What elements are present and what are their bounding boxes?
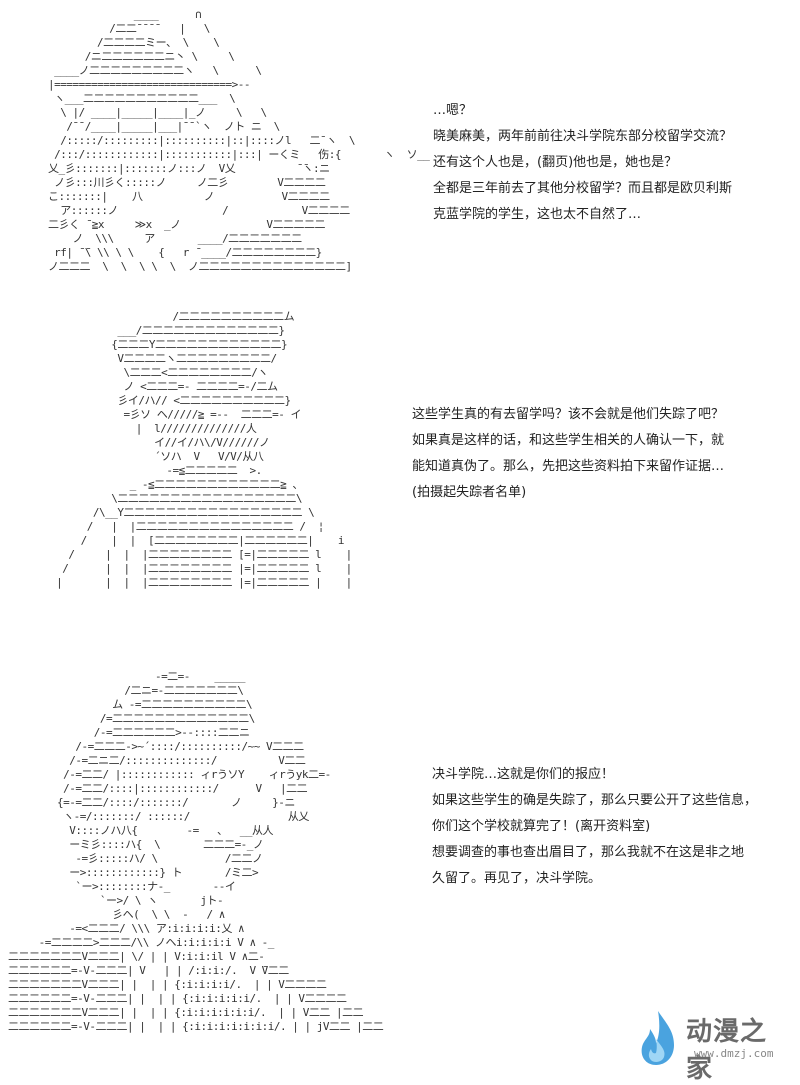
dialog-line: 能知道真伪了。那么，先把这些资料拍下来留作证据…	[412, 459, 725, 474]
dialog-line: 你们这个学校就算完了！(离开资料室)	[432, 819, 651, 834]
dialog-box-2: 这些学生真的有去留学吗？该不会就是他们失踪了吧？ 如果真是这样的话，和这些学生相…	[412, 402, 724, 506]
ascii-art-character-camera: /二二二二二二二二二二ム ___/二二二二二二二二二二二二二} {二二二Y二二二…	[56, 310, 352, 589]
dialog-line: 还有这个人也是，(翻页)他也是，她也是？	[433, 155, 678, 170]
dialog-box-3: 决斗学院…这就是你们的报应！ 如果这些学生的确是失踪了，那么只要公开了这些信息，…	[432, 762, 757, 892]
ascii-art-character-shadowed: -=二=- _____ /二ニ=-二二二二二二二\ ム -=二二二二二二二二二二…	[8, 670, 384, 1033]
dialog-box-1: …嗯？ 晓美麻美，两年前前往决斗学院东部分校留学交流？ 还有这个人也是，(翻页)…	[433, 98, 732, 228]
dialog-line: …嗯？	[433, 103, 473, 118]
dialog-line: 如果真是这样的话，和这些学生相关的人确认一下，就	[412, 433, 725, 448]
dialog-line: 如果这些学生的确是失踪了，那么只要公开了这些信息，	[432, 793, 758, 808]
panel-1: ____ ∩ /二二¯¯¯¯ | \ /二二二二ミー、 \ \ /ニ二二二二二二…	[0, 0, 800, 300]
ascii-art-character-hat: ____ ∩ /二二¯¯¯¯ | \ /二二二二ミー、 \ \ /ニ二二二二二二…	[48, 8, 430, 273]
dialog-line: 这些学生真的有去留学吗？该不会就是他们失踪了吧？	[412, 407, 725, 422]
dialog-line: 想要调查的事也查出眉目了，那么我就不在这是非之地	[432, 845, 745, 860]
dialog-line: 克蓝学院的学生，这也太不自然了…	[433, 207, 642, 222]
dialog-line: 全都是三年前去了其他分校留学？而且都是欧贝利斯	[433, 181, 733, 196]
dialog-line: 决斗学院…这就是你们的报应！	[432, 767, 615, 782]
panel-3: -=二=- _____ /二ニ=-二二二二二二二\ ム -=二二二二二二二二二二…	[0, 660, 800, 1077]
watermark-name: 动漫之家	[686, 1017, 768, 1084]
watermark-url: www.dmzj.com	[694, 1047, 774, 1060]
dialog-line: 久留了。再见了，决斗学院。	[432, 871, 602, 886]
flame-logo-icon	[641, 1011, 674, 1065]
dialog-line: (拍摄起失踪者名单)	[412, 485, 527, 500]
panel-2: /二二二二二二二二二二ム ___/二二二二二二二二二二二二二} {二二二Y二二二…	[0, 300, 800, 640]
dialog-line: 晓美麻美，两年前前往决斗学院东部分校留学交流？	[433, 129, 733, 144]
site-watermark: 动漫之家 www.dmzj.com	[636, 1007, 786, 1084]
